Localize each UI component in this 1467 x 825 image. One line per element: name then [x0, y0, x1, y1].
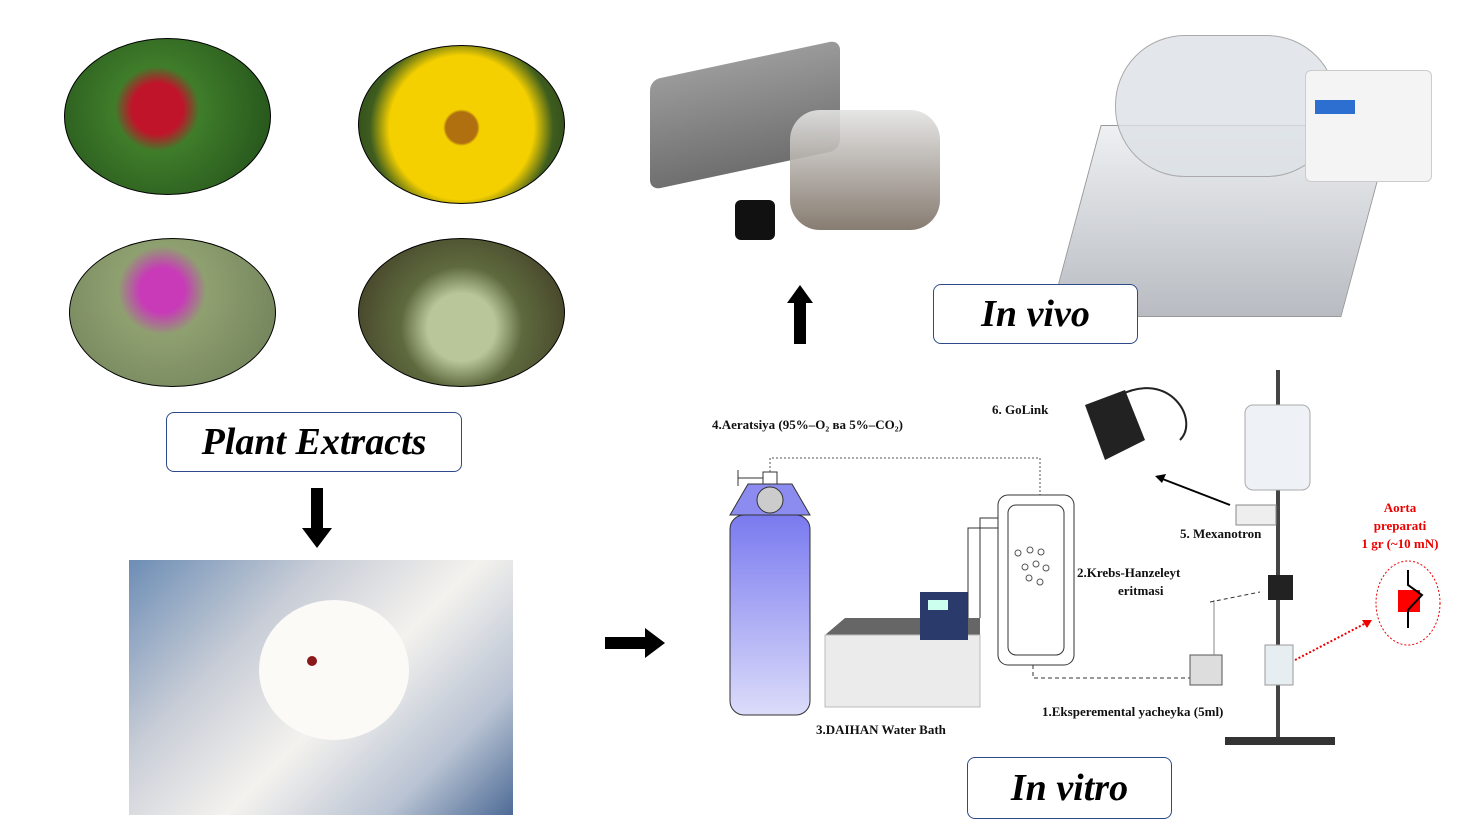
krebs-chamber [967, 494, 1075, 666]
golink-label: 6. GoLink [992, 402, 1049, 417]
hawthorn-berries-photo [64, 38, 271, 195]
aorta-ring-icon [1375, 560, 1441, 646]
yellow-flower-photo [358, 45, 565, 204]
down-arrow-icon [302, 488, 332, 548]
up-arrow-icon [787, 285, 813, 344]
in-vivo-label: In vivo [933, 284, 1138, 344]
water-bath-label: 3.DAIHAN Water Bath [816, 722, 946, 737]
right-arrow-icon [605, 628, 665, 658]
krebs-label-line1: 2.Krebs-Hanzeleyt [1077, 565, 1181, 580]
krebs-label-line2: eritmasi [1118, 583, 1164, 598]
herb-plant-photo [358, 238, 565, 387]
thistle-photo [69, 238, 276, 387]
aorta-label: Aorta preparati 1 gr (~10 mN) [1350, 499, 1450, 553]
organ-bath-stand [1225, 370, 1335, 745]
aeration-label: 4.Aeratsiya (95%–O₂ ва 5%–CO₂) [712, 417, 904, 432]
aorta-label-line3: 1 gr (~10 mN) [1361, 536, 1439, 551]
experimental-cell-label: 1.Eksperemental yacheyka (5ml) [1042, 704, 1224, 719]
aorta-label-line1: Aorta [1383, 500, 1417, 515]
golink-device [1085, 387, 1188, 460]
rat-restrainer-device-photo [1049, 15, 1445, 325]
in-vitro-label: In vitro [967, 757, 1172, 819]
plethysmograph-device-photo [630, 39, 1030, 280]
rat-photo [129, 560, 513, 815]
aorta-label-line2: preparati [1373, 518, 1427, 533]
plant-extracts-label: Plant Extracts [166, 412, 462, 472]
water-bath [824, 592, 981, 708]
in-vitro-setup-diagram [729, 370, 1441, 745]
mexanotron-label: 5. Mexanotron [1180, 526, 1262, 541]
experimental-cell [1189, 600, 1223, 686]
gas-cylinder [729, 470, 811, 716]
